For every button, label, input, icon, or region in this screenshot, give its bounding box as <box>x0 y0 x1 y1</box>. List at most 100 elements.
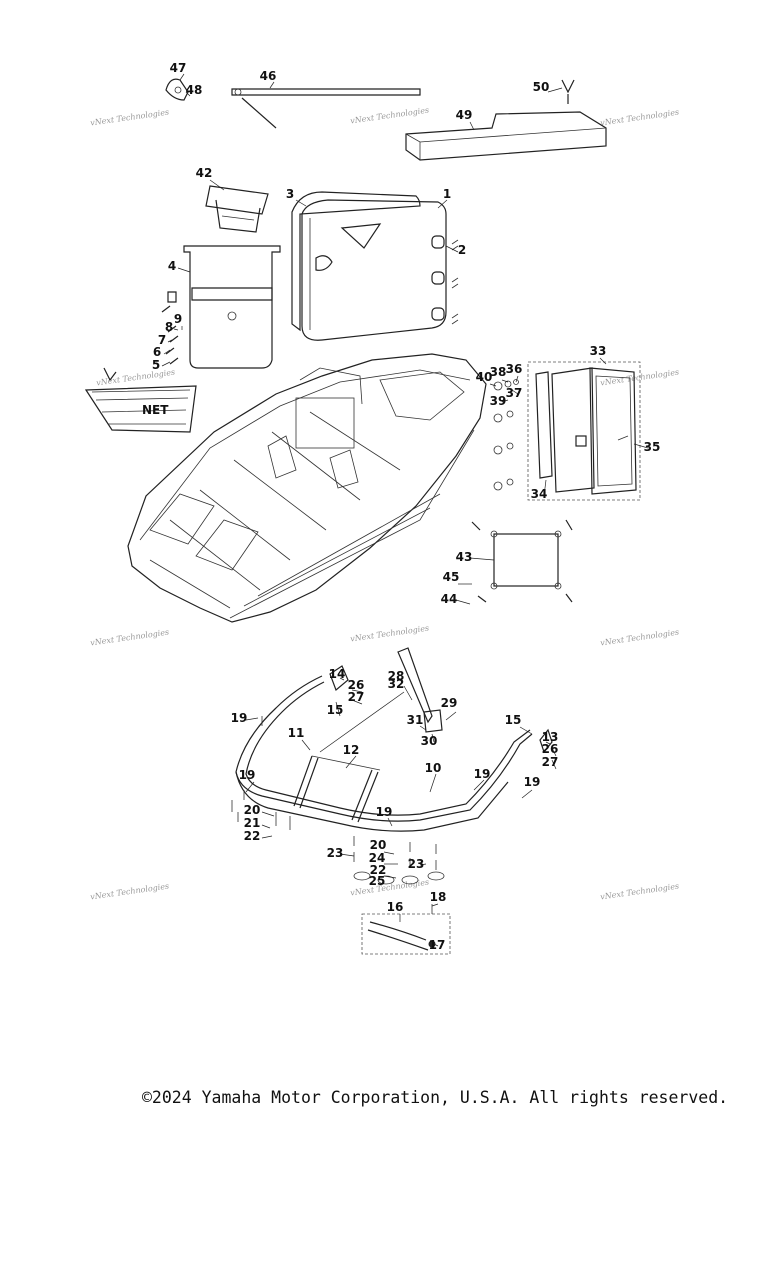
leader-line <box>339 853 355 857</box>
callout-23: 23 <box>327 846 344 860</box>
callout-35: 35 <box>644 440 661 454</box>
part-hatch-fasteners-36-40 <box>493 379 519 491</box>
callout-24: 24 <box>369 851 386 865</box>
watermark-text: vNext Technologies <box>90 108 170 128</box>
leader-line <box>161 361 171 367</box>
leader-line <box>403 685 413 701</box>
watermark-text: vNext Technologies <box>600 108 680 128</box>
leader-line <box>301 739 311 751</box>
callout-40: 40 <box>476 370 493 384</box>
callout-49: 49 <box>456 108 473 122</box>
callout-33: 33 <box>590 344 607 358</box>
leader-line <box>519 726 533 735</box>
leader-line <box>295 199 307 207</box>
callout-20: 20 <box>244 803 261 817</box>
callout-47: 47 <box>170 61 187 75</box>
callout-39: 39 <box>490 394 507 408</box>
callout-19: 19 <box>239 768 256 782</box>
callout-22: 22 <box>244 829 261 843</box>
callout-17: 17 <box>429 938 446 952</box>
part-cupholder-42 <box>205 185 269 233</box>
callout-15: 15 <box>327 703 344 717</box>
callout-23: 23 <box>408 857 425 871</box>
part-windshield <box>235 675 533 832</box>
part-windshield-hardware <box>231 665 553 885</box>
callout-4: 4 <box>168 259 176 273</box>
callout-21: 21 <box>244 816 261 830</box>
leader-line <box>209 179 225 191</box>
leader-line <box>335 701 341 717</box>
leader-line <box>173 328 179 331</box>
callout-48: 48 <box>186 83 203 97</box>
callout-43: 43 <box>456 550 473 564</box>
callout-19: 19 <box>231 711 248 725</box>
part-hinges-2 <box>431 235 459 325</box>
leader-line <box>351 699 363 705</box>
part-hatch-33 <box>527 361 641 501</box>
watermark-text: vNext Technologies <box>600 628 680 648</box>
callout-16: 16 <box>387 900 404 914</box>
net-label: NET <box>142 403 169 417</box>
callout-18: 18 <box>430 890 447 904</box>
leader-line <box>551 747 557 757</box>
leader-line <box>185 91 191 97</box>
callout-28: 28 <box>388 669 405 683</box>
leader-line <box>167 339 173 343</box>
leader-line <box>383 875 397 879</box>
leader-line <box>489 383 497 387</box>
leader-line <box>179 73 185 81</box>
leader-line <box>351 689 363 693</box>
callout-13: 13 <box>542 730 559 744</box>
callout-38: 38 <box>490 365 507 379</box>
leader-line <box>245 717 259 721</box>
callout-6: 6 <box>153 345 161 359</box>
watermark-text: vNext Technologies <box>350 624 430 644</box>
part-bin-4 <box>183 245 281 369</box>
leader-line <box>433 943 439 947</box>
callout-32: 32 <box>388 677 405 691</box>
leader-line <box>545 741 551 745</box>
leader-line <box>261 835 273 839</box>
callout-19: 19 <box>474 767 491 781</box>
leader-line <box>429 773 437 793</box>
leader-line <box>339 677 345 681</box>
callout-50: 50 <box>533 80 550 94</box>
leader-line <box>387 817 393 827</box>
callout-labels: 1234567891011121314151516171819191919192… <box>152 61 661 952</box>
leader-line <box>547 87 563 93</box>
leader-line <box>163 349 171 355</box>
callout-30: 30 <box>421 734 438 748</box>
callout-20: 20 <box>370 838 387 852</box>
callout-44: 44 <box>441 592 458 606</box>
watermark-text: vNext Technologies <box>350 106 430 126</box>
leader-line <box>501 379 509 383</box>
callout-8: 8 <box>165 320 173 334</box>
part-door-1 <box>301 199 447 341</box>
callout-3: 3 <box>286 187 294 201</box>
leader-line <box>599 357 607 365</box>
callout-31: 31 <box>407 713 424 727</box>
callout-26: 26 <box>542 742 559 756</box>
leader-line <box>419 863 427 866</box>
leader-line <box>261 811 275 817</box>
leader-line <box>245 781 255 793</box>
leader-line <box>469 557 495 561</box>
callout-1: 1 <box>443 187 451 201</box>
leader-line <box>515 375 519 383</box>
part-screw-50 <box>561 79 575 104</box>
leader-line <box>445 245 459 253</box>
leader-line <box>383 851 395 855</box>
part-boat-hull <box>127 353 487 623</box>
callout-27: 27 <box>348 690 365 704</box>
callout-22: 22 <box>370 863 387 877</box>
watermarks: vNext Technologies vNext Technologies vNex… <box>90 106 680 902</box>
callout-29: 29 <box>441 696 458 710</box>
watermark-text: vNext Technologies <box>90 882 170 902</box>
callout-25: 25 <box>369 874 386 888</box>
callout-45: 45 <box>443 570 460 584</box>
callout-5: 5 <box>152 358 160 372</box>
part-net <box>84 367 197 433</box>
callout-12: 12 <box>343 743 360 757</box>
copyright-notice: ©2024 Yamaha Motor Corporation, U.S.A. A… <box>142 1088 729 1107</box>
